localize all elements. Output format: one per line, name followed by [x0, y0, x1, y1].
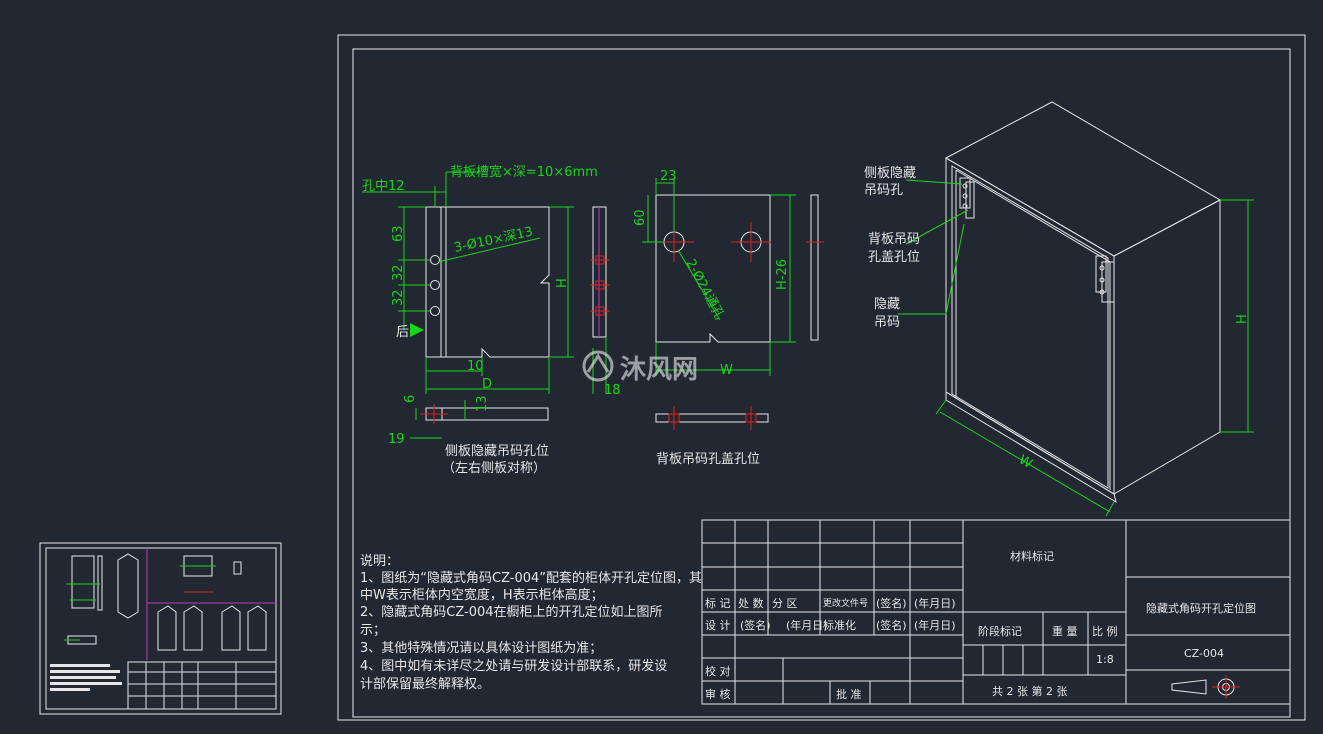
dim-32-b: 32 [391, 289, 406, 306]
label-side-panel-hanger-hole-1: 侧板隐藏 [864, 166, 916, 181]
watermark-logo: 沐风网 [582, 350, 698, 385]
tb-weight: 重 量 [1052, 624, 1078, 638]
label-side-panel-hanger-hole-2: 吊码孔 [864, 183, 903, 198]
tb-scale-value: 1:8 [1096, 653, 1114, 666]
dim-13: 13 [475, 395, 490, 412]
tb-check: 校 对 [705, 664, 731, 678]
side-panel-caption-note: （左右侧板对称） [442, 461, 546, 476]
dim-holes-through: 2-Ø24通孔 [682, 257, 726, 322]
tb-sheet-count: 共 2 张 第 2 张 [992, 684, 1067, 698]
note-line-3: 2、隐藏式角码CZ-004在橱柜上的开孔定位如上图所 [360, 604, 663, 620]
dim-19: 19 [388, 432, 405, 447]
dim-w: W [720, 363, 733, 378]
tb-review: 审 核 [705, 687, 731, 701]
note-line-2: 中W表示柜体内空宽度，H表示柜体高度； [360, 587, 604, 603]
outer-sheet-border [337, 34, 1306, 721]
cabinet-isometric-view[interactable] [898, 101, 1254, 517]
side-panel-view[interactable]: 孔中12 背板槽宽×深=10×6mm 3-Ø10×深13 63 32 32 后 … [362, 164, 598, 394]
label-back-cover-1: 背板吊码 [868, 232, 920, 247]
back-panel-section-view[interactable] [655, 406, 769, 430]
dim-63: 63 [391, 225, 406, 242]
tb-stage-mark: 阶段标记 [978, 624, 1022, 638]
note-line-1: 1、图纸为“隐藏式角码CZ-004”配套的柜体开孔定位图，其 [360, 570, 702, 586]
tb-date-1: (年月日) [914, 596, 956, 610]
tb-mark: 标 记 [705, 596, 731, 610]
title-block[interactable] [701, 519, 1291, 705]
tb-sign-1: (签名) [876, 596, 907, 610]
note-line-6: 4、图中如有未详尽之处请与研发设计部联系，研发设 [360, 658, 667, 674]
note-line-4: 示； [360, 623, 386, 638]
label-hidden-hanger-2: 吊码 [874, 315, 900, 330]
tb-date-2: (年月日) [786, 618, 828, 632]
tb-zone: 分 区 [772, 597, 798, 610]
label-hidden-hanger-1: 隐藏 [874, 297, 900, 312]
back-marker-label: 后 [396, 325, 409, 340]
tb-drawing-code: CZ-004 [1184, 647, 1224, 660]
watermark-text: 沐风网 [620, 355, 698, 385]
dim-hole-spec: 3-Ø10×深13 [453, 225, 535, 256]
side-panel-section-view[interactable]: 6 19 13 [388, 395, 549, 447]
thumbnail-sheet[interactable] [39, 542, 282, 715]
notes-title: 说明： [360, 554, 399, 569]
tb-drawing-name: 隐藏式角码开孔定位图 [1146, 601, 1256, 615]
tb-sign-3: (签名) [876, 618, 907, 632]
tb-design: 设 计 [705, 619, 731, 632]
tb-sign-2: (签名) [740, 618, 771, 632]
back-panel-view[interactable]: 23 60 2-Ø24通孔 H-26 W [633, 169, 796, 378]
dim-d: D [482, 377, 492, 392]
tb-change-doc: 更改文件号 [823, 597, 868, 609]
dim-18: 18 [604, 383, 621, 398]
dim-h: H [555, 278, 570, 288]
dim-23: 23 [660, 169, 677, 184]
cabinet-dim-w: W [1016, 452, 1035, 471]
tb-approve: 批 准 [836, 687, 862, 701]
dim-hole-center: 孔中12 [362, 179, 405, 194]
tb-count: 处 数 [738, 597, 764, 610]
dim-6: 6 [403, 395, 418, 403]
dim-h-26: H-26 [775, 259, 790, 290]
back-panel-edge-view[interactable] [806, 194, 824, 341]
tb-scale-label: 比 例 [1092, 624, 1118, 638]
notes-block: 说明： 1、图纸为“隐藏式角码CZ-004”配套的柜体开孔定位图，其 中W表示柜… [360, 554, 702, 692]
back-panel-caption: 背板吊码孔盖孔位 [656, 452, 760, 467]
label-back-cover-2: 孔盖孔位 [868, 250, 920, 265]
side-panel-caption: 侧板隐藏吊码孔位 [445, 444, 549, 459]
dim-32-a: 32 [391, 264, 406, 281]
tb-standardize: 标准化 [823, 618, 856, 632]
tb-material-mark: 材料标记 [1010, 549, 1054, 563]
note-line-7: 计部保留最终解释权。 [360, 676, 490, 692]
dim-back-groove: 背板槽宽×深=10×6mm [450, 164, 598, 180]
dim-10: 10 [467, 359, 484, 374]
dim-60: 60 [633, 209, 648, 226]
cabinet-dim-h: H [1235, 314, 1250, 324]
note-line-5: 3、其他特殊情况请以具体设计图纸为准； [360, 641, 602, 656]
tb-date-3: (年月日) [914, 618, 956, 632]
side-panel-edge-view[interactable]: 18 [590, 206, 621, 398]
inner-sheet-border [352, 48, 1291, 718]
